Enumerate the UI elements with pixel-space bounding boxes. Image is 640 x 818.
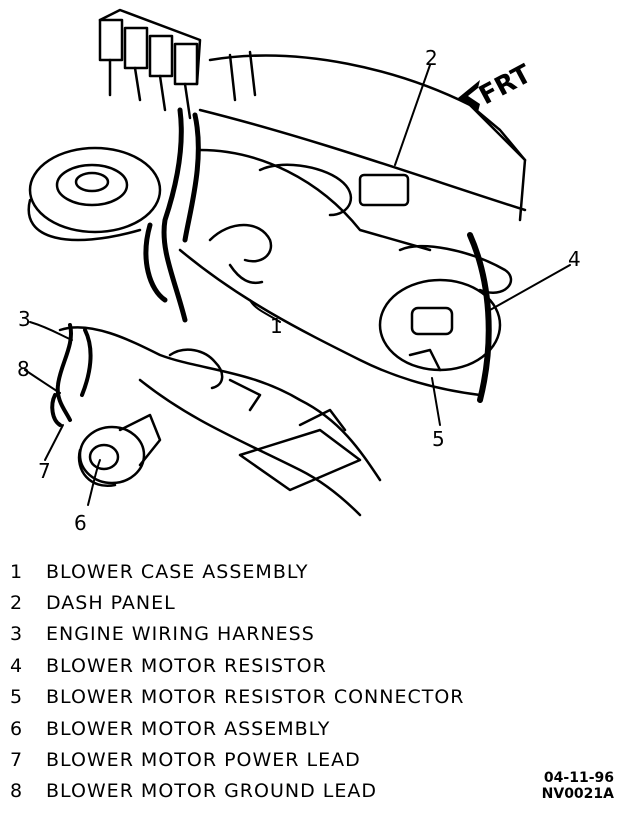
legend-description: DASH PANEL [46,592,176,615]
lower-duct [58,326,382,517]
blower-motor-body [77,413,162,488]
legend-row: 4 BLOWER MOTOR RESISTOR [10,650,530,681]
legend-number: 8 [10,780,24,803]
legend-description: BLOWER MOTOR RESISTOR CONNECTOR [46,686,465,709]
strut-tower [27,146,162,242]
legend-number: 3 [10,623,24,646]
legend-row: 7 BLOWER MOTOR POWER LEAD [10,744,530,775]
legend-row: 3 ENGINE WIRING HARNESS [10,619,530,650]
legend-number: 7 [10,749,24,772]
legend-description: BLOWER CASE ASSEMBLY [46,560,309,583]
legend-description: BLOWER MOTOR RESISTOR [46,654,327,677]
figure-code: NV0021A [541,786,614,802]
legend-number: 2 [10,592,24,615]
legend-row: 2 DASH PANEL [10,587,530,618]
callout-5: 5 [432,427,445,451]
coiled-wiring [50,323,93,427]
dash-panel-outline [198,50,527,222]
blower-case-outline [178,148,482,397]
legend-description: BLOWER MOTOR GROUND LEAD [46,780,377,803]
legend-number: 4 [10,654,24,677]
figure-date: 04-11-96 [543,770,614,786]
figure-stamp: 04-11-96 NV0021A [542,770,614,802]
legend-description: ENGINE WIRING HARNESS [46,623,315,646]
leader-lines [24,64,571,506]
legend-description: BLOWER MOTOR POWER LEAD [46,749,361,772]
legend-number: 6 [10,717,24,740]
legend-row: 8 BLOWER MOTOR GROUND LEAD [10,776,530,807]
callout-2: 2 [425,46,438,70]
legend-row: 5 BLOWER MOTOR RESISTOR CONNECTOR [10,682,530,713]
front-direction-arrow [458,80,480,112]
legend-description: BLOWER MOTOR ASSEMBLY [46,717,331,740]
frt-label: FRT [474,59,536,111]
component-diagram: FRT 1 2 3 4 5 6 7 8 [17,8,581,535]
legend-number: 5 [10,686,24,709]
callout-3: 3 [18,307,31,331]
callout-1: 1 [270,314,283,338]
legend-number: 1 [10,560,24,583]
callout-4: 4 [568,247,581,271]
legend-row: 1 BLOWER CASE ASSEMBLY [10,556,530,587]
harness-bundle [143,107,201,323]
callout-8: 8 [17,357,30,381]
parts-legend: 1 BLOWER CASE ASSEMBLY 2 DASH PANEL 3 EN… [10,556,530,807]
resistor-assembly [378,232,513,403]
legend-row: 6 BLOWER MOTOR ASSEMBLY [10,713,530,744]
callout-7: 7 [38,459,51,483]
callout-6: 6 [74,511,87,535]
relay-block [98,8,202,120]
